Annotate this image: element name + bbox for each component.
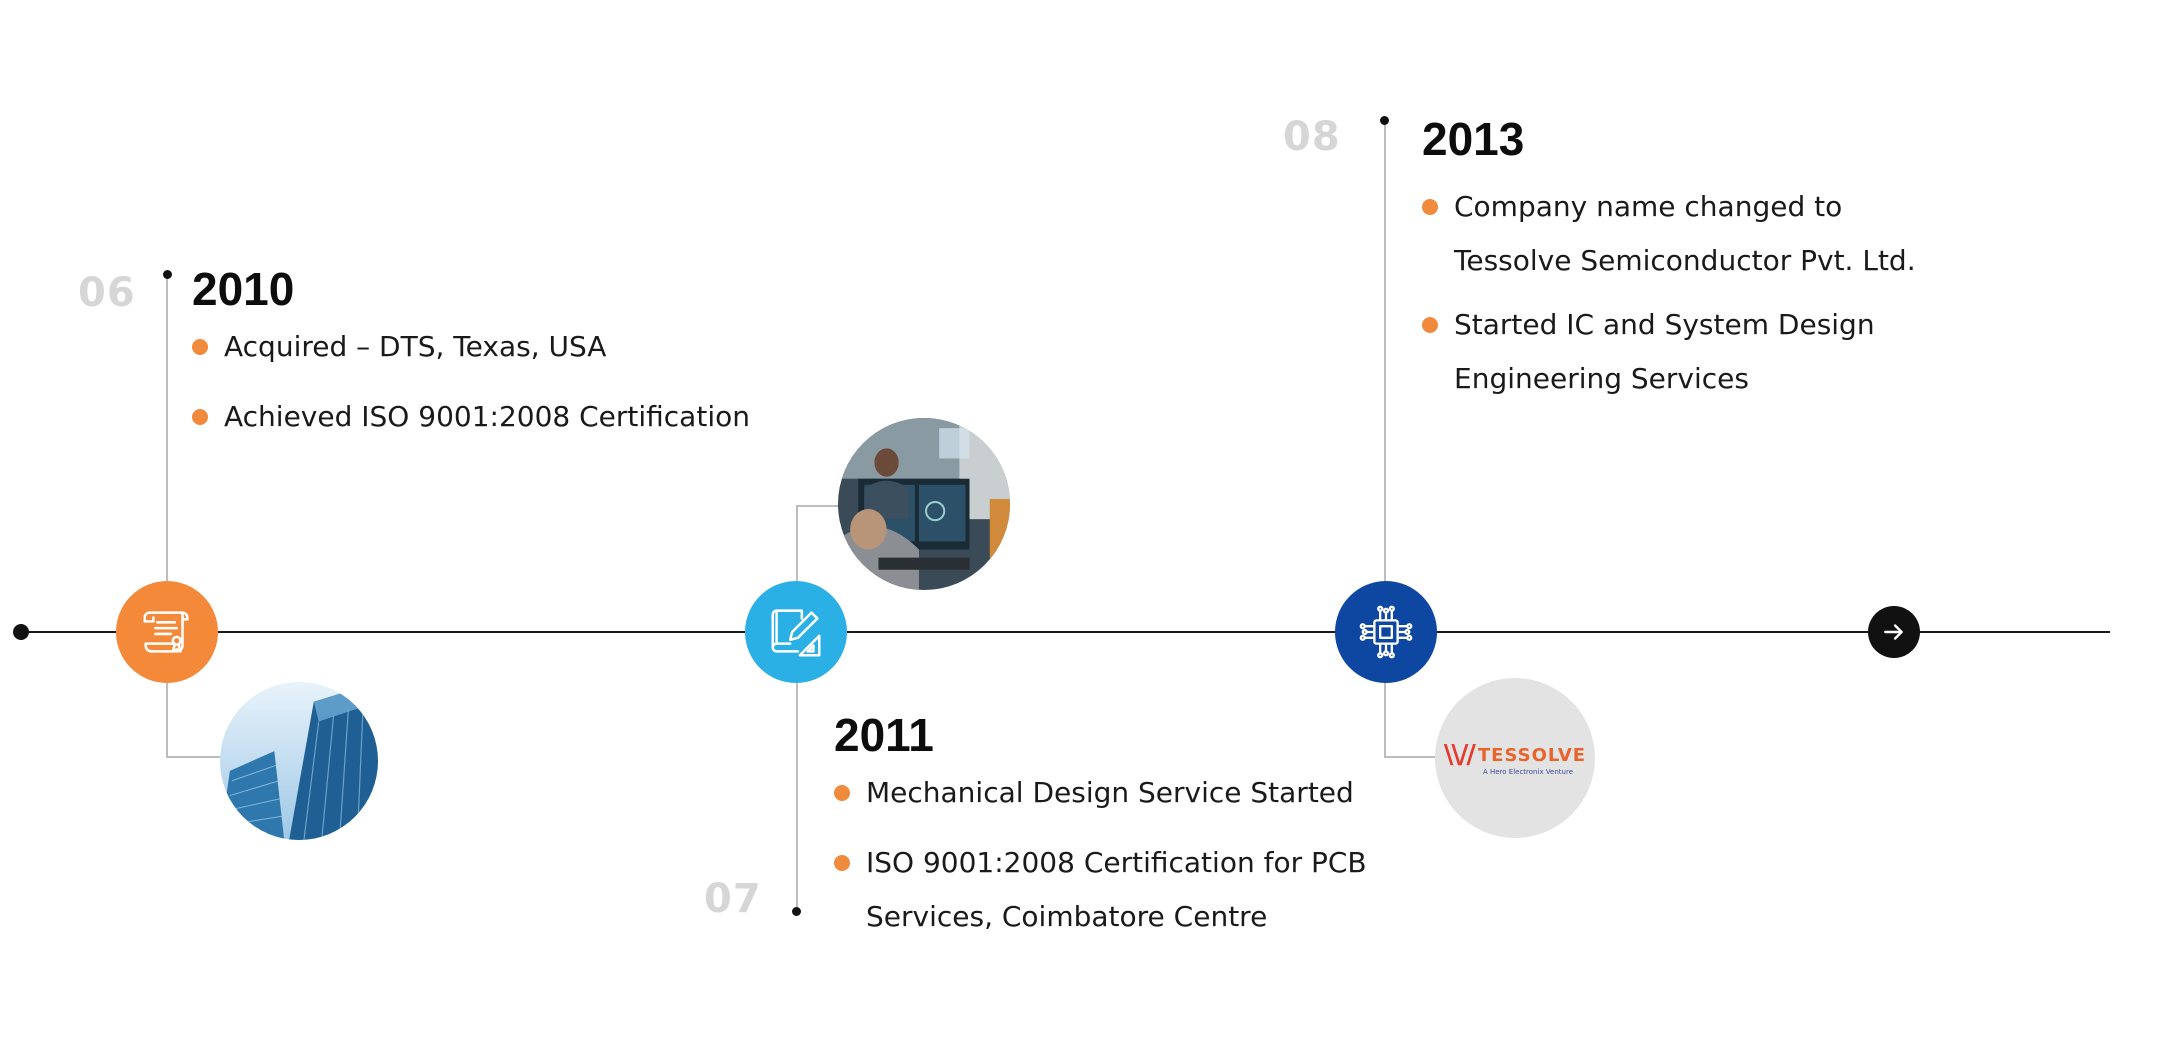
connector-2010-top-dot [163,270,172,279]
next-button[interactable] [1868,606,1920,658]
engineers-at-workstation-photo [838,418,1010,590]
design-drafting-icon [745,581,847,683]
milestone-year: 2010 [192,263,295,315]
milestone-bullets: Acquired – DTS, Texas, USA Achieved ISO … [192,320,792,444]
connector-2013-up [1384,122,1386,583]
logo-text: TESSOLVE [1477,744,1587,766]
connector-2013-top-dot [1380,116,1389,125]
milestone-index: 07 [704,876,762,922]
tessolve-logo: \\// TESSOLVE A Hero Electronix Venture [1435,678,1595,838]
microchip-icon [1335,581,1437,683]
list-item: Achieved ISO 9001:2008 Certification [192,390,792,444]
connector-2011-bottom-dot [792,907,801,916]
list-item: Mechanical Design Service Started [834,766,1394,820]
timeline-line [20,631,2110,633]
office-building-photo [220,682,378,840]
list-item: ISO 9001:2008 Certification for PCB Serv… [834,836,1394,944]
logo-row: \\// TESSOLVE [1444,740,1586,770]
timeline-start-dot [13,624,29,640]
connector-2010-down [166,680,168,758]
bullet-dot [192,409,208,425]
milestone-year: 2013 [1422,113,1525,165]
connector-2011-photo [796,505,838,507]
arrow-right-icon [1884,624,1903,640]
milestone-bullets: Company name changed to Tessolve Semicon… [1422,180,1942,406]
certificate-scroll-icon [116,581,218,683]
milestone-index: 08 [1283,114,1341,160]
connector-2013-logo [1384,756,1438,758]
connector-2010-photo [166,756,226,758]
bullet-dot [1422,199,1438,215]
bullet-dot [834,785,850,801]
bullet-dot [192,339,208,355]
connector-2013-down [1384,680,1386,758]
bullet-dot [1422,317,1438,333]
logo-tagline: A Hero Electronix Venture [1482,768,1574,776]
list-item: Acquired – DTS, Texas, USA [192,320,792,374]
connector-2010-up [166,275,168,583]
connector-2011-down [796,680,798,910]
milestone-index: 06 [78,270,136,316]
milestone-bullets: Mechanical Design Service Started ISO 90… [834,766,1394,944]
milestone-year: 2011 [834,709,934,761]
logo-mark: \\// [1443,740,1476,770]
connector-2011-up [796,507,798,583]
list-item: Started IC and System Design Engineering… [1422,298,1942,406]
bullet-dot [834,855,850,871]
list-item: Company name changed to Tessolve Semicon… [1422,180,1942,288]
